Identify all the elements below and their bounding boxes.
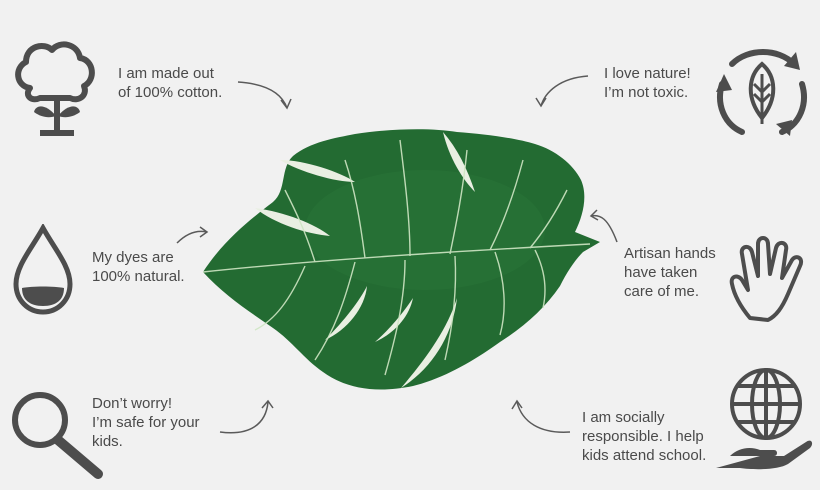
recycle-leaf-icon	[716, 49, 807, 136]
nature-note: I love nature! I’m not toxic.	[604, 65, 691, 101]
cotton-plant-icon	[15, 41, 95, 136]
leaf-cutout	[280, 160, 355, 182]
dyes-note: My dyes are 100% natural.	[92, 249, 185, 285]
magnifier-icon	[12, 392, 103, 479]
cotton-note: I am made out of 100% cotton.	[118, 65, 223, 101]
globe-in-hand-icon	[716, 368, 813, 470]
artisan-note: Artisan hands have taken care of me.	[624, 245, 716, 300]
leaf-shade	[305, 170, 545, 290]
leaf-cutout	[443, 132, 475, 192]
social-note: I am socially responsible. I help kids a…	[582, 409, 707, 464]
leaf-veins	[202, 139, 591, 376]
safe-note: Don’t worry! I’m safe for your kids.	[92, 395, 200, 450]
hand-icon	[729, 236, 803, 322]
monstera-leaf-rug	[202, 129, 600, 390]
water-drop-icon	[13, 224, 73, 315]
leaf-cutout	[255, 208, 330, 236]
